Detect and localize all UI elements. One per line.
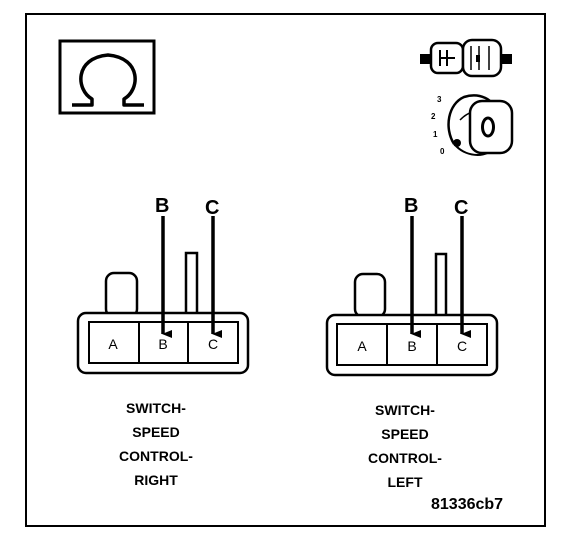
pin-a-left: A (357, 338, 367, 354)
pin-b-left: B (407, 338, 417, 354)
connector-plug-icon (420, 38, 512, 78)
pointer-label-c-right: C (205, 197, 220, 219)
caption-line: SWITCH- (375, 402, 435, 418)
caption-line: SWITCH- (126, 400, 186, 416)
caption-switch-speed-control-right: SWITCH- SPEED CONTROL- RIGHT (86, 396, 226, 492)
pointer-label-b-right: B (155, 195, 170, 217)
connector-left (325, 216, 499, 377)
pin-c-left: C (456, 338, 468, 354)
caption-line: CONTROL- (119, 448, 193, 464)
pointer-label-c-left: C (454, 197, 469, 219)
pointer-label-b-left: B (404, 195, 419, 217)
ignition-key-icon (447, 94, 514, 156)
pin-a-right: A (108, 336, 118, 352)
figure-reference-code: 81336cb7 (431, 496, 504, 513)
ignition-position-0: 0 (440, 147, 445, 156)
caption-line: SPEED (381, 426, 429, 442)
pin-b-right: B (158, 336, 168, 352)
caption-line: RIGHT (134, 472, 178, 488)
pin-c-right: C (207, 336, 219, 352)
caption-line: LEFT (387, 474, 423, 490)
caption-switch-speed-control-left: SWITCH- SPEED CONTROL- LEFT (335, 398, 475, 494)
ignition-position-3: 3 (437, 95, 442, 104)
caption-line: CONTROL- (368, 450, 442, 466)
diagram-frame (25, 13, 546, 527)
omega-symbol-box (58, 39, 156, 115)
ignition-position-1: 1 (433, 130, 438, 139)
connector-right (76, 216, 250, 375)
ignition-position-2: 2 (431, 112, 436, 121)
caption-line: SPEED (132, 424, 180, 440)
